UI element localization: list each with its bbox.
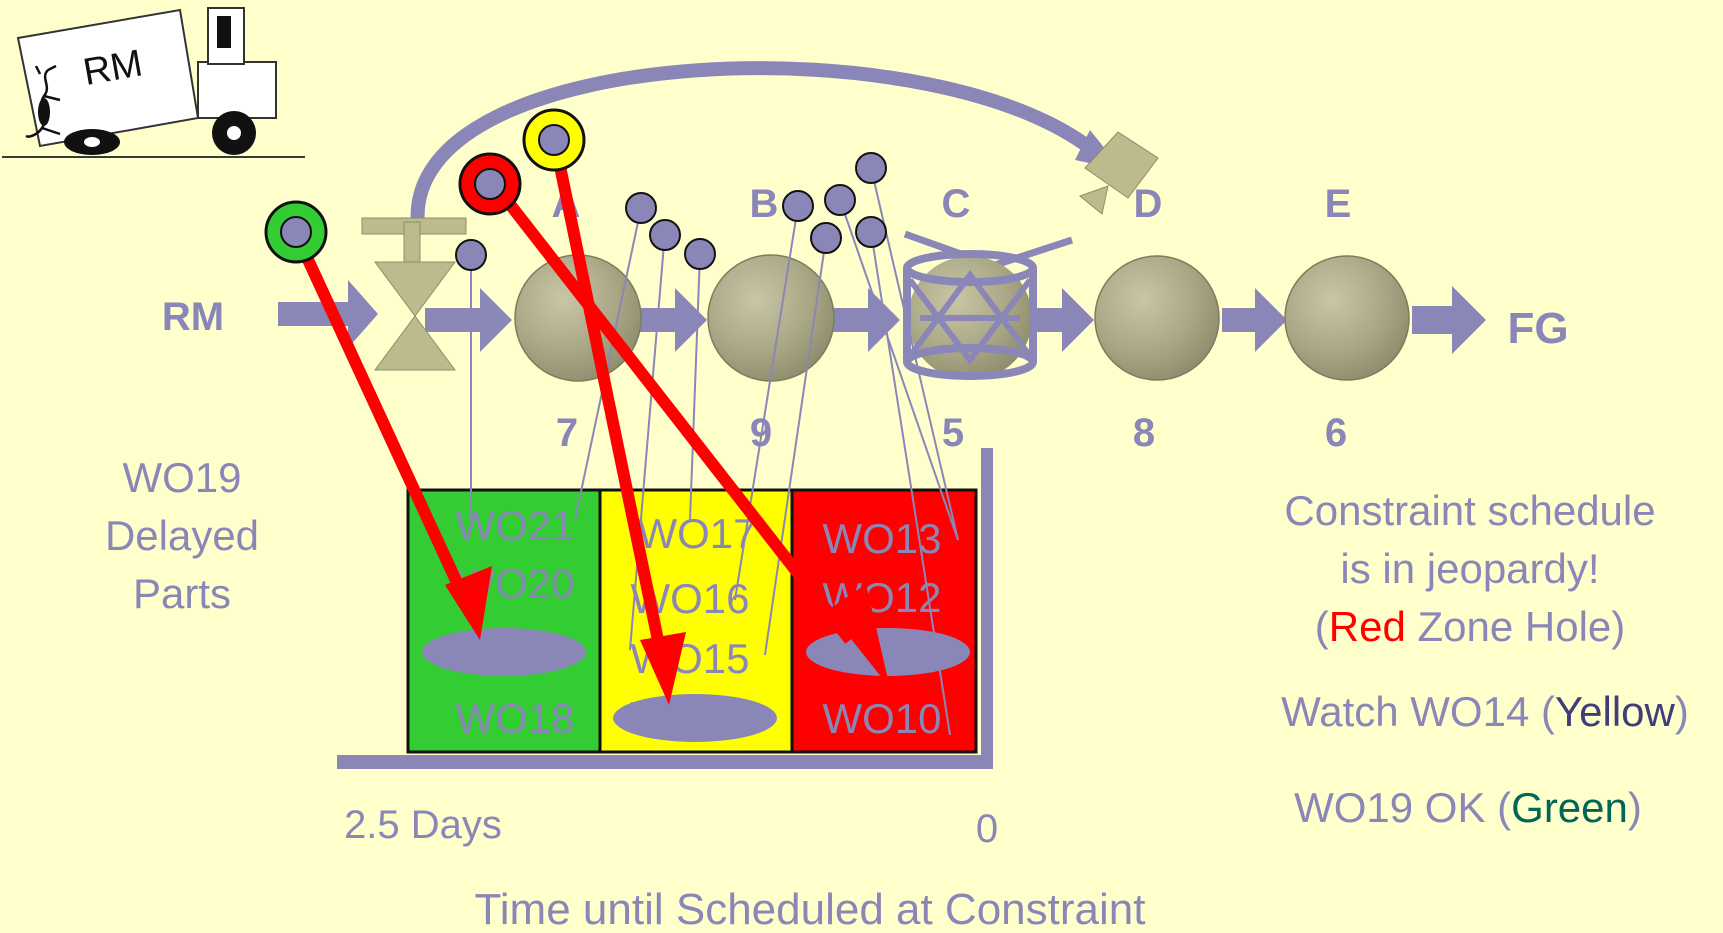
work-order-label: WO13: [822, 515, 941, 562]
flow-start-label: RM: [162, 295, 224, 339]
right-notes: Constraint schedule is in jeopardy! (Red…: [1281, 487, 1689, 831]
work-order-token: [855, 216, 887, 248]
movement-arrow-wo19: [292, 235, 471, 603]
truck-label: RM: [80, 42, 146, 94]
watch-note: Watch WO14 (Yellow): [1281, 688, 1689, 735]
rope-end-tip: [1078, 185, 1109, 215]
station-d-number: 8: [1133, 411, 1155, 455]
work-order-token: [782, 190, 814, 222]
flow-arrow-d-e: [1222, 288, 1287, 352]
pointer-line: [734, 205, 799, 601]
gate-top-funnel: [374, 261, 456, 317]
green-word: Green: [1511, 784, 1628, 831]
station-e-sphere: [1284, 255, 1410, 381]
highlight-wo14: [613, 694, 777, 742]
pointer-line: [839, 199, 959, 541]
pointer-line: [689, 253, 701, 521]
left-note-line: WO19: [122, 454, 241, 501]
flow-arrow-gate: [425, 288, 512, 352]
schedule-note-line3: (Red Zone Hole): [1315, 603, 1626, 650]
buffer-zone-red: [790, 488, 978, 754]
work-order-label: WO19: [455, 628, 574, 675]
stick-figure-body: [38, 98, 50, 126]
flow-arrow-fg: [1412, 286, 1486, 354]
work-order-label: WO18: [455, 695, 574, 742]
token-red-core: [474, 168, 506, 200]
left-note: WO19 Delayed Parts: [105, 454, 259, 617]
axis-start-label: 2.5 Days: [344, 803, 502, 847]
movement-arrow-wo11: [489, 180, 855, 644]
token-green-core: [280, 216, 312, 248]
station-b-letter: B: [750, 182, 779, 226]
flow-arrow-a-b: [635, 288, 707, 352]
station-d-sphere: [1094, 255, 1220, 381]
work-order-tokens: [455, 152, 887, 271]
pointer-line: [764, 237, 827, 656]
work-order-token: [455, 239, 487, 271]
rope-curve: [410, 61, 1109, 232]
pointer-line: [629, 231, 666, 651]
work-order-label: WO17: [637, 510, 756, 557]
truck-cab: [197, 61, 277, 119]
watch-note-suffix: ): [1675, 688, 1689, 735]
work-order-label: WO21: [455, 502, 574, 549]
yellow-word: Yellow: [1555, 688, 1676, 735]
movement-arrow-wo11-head: [828, 584, 890, 688]
station-a-number: 7: [556, 411, 578, 455]
red-word: Red: [1329, 603, 1406, 650]
station-e-number: 6: [1325, 411, 1347, 455]
work-order-token: [625, 192, 657, 224]
drum-cross-lacing: [907, 269, 1033, 365]
truck-wheel-rear-hub: [84, 137, 100, 147]
gate-icon: [361, 217, 467, 371]
left-note-line: Parts: [133, 570, 231, 617]
work-order-token: [855, 152, 887, 184]
ok-note-prefix: WO19 OK (: [1294, 784, 1511, 831]
axis-end-label: 0: [976, 807, 998, 851]
gate-bottom-funnel: [374, 315, 456, 371]
token-red: [458, 152, 522, 216]
truck-icon: RM: [2, 7, 305, 158]
left-note-line: Delayed: [105, 512, 259, 559]
truck-window: [217, 16, 231, 48]
work-order-label: WO14: [630, 693, 750, 740]
token-yellow: [522, 108, 586, 172]
work-order-token: [810, 222, 842, 254]
movement-arrow-wo14: [549, 140, 666, 652]
ok-note: WO19 OK (Green): [1294, 784, 1642, 831]
highlight-wo19: [422, 628, 586, 676]
buffer-chart: WO21 WO20 WO19 WO18 WO17 WO16 WO15 WO14 …: [337, 448, 993, 769]
station-c-letter: C: [942, 182, 971, 226]
pointer-line: [574, 207, 642, 521]
movement-arrow-wo19-head: [445, 566, 492, 640]
work-order-token: [824, 184, 856, 216]
rope-end-block: [1084, 131, 1159, 199]
schedule-note-line2: is in jeopardy!: [1340, 545, 1599, 592]
gate-stem: [403, 221, 421, 267]
schedule-note-rest: Zone Hole): [1406, 603, 1625, 650]
truck-wheel-front-hub: [227, 126, 241, 140]
schedule-note-line1: Constraint schedule: [1284, 487, 1655, 534]
movement-arrows: [292, 140, 890, 705]
station-d-letter: D: [1134, 182, 1163, 226]
work-order-token: [684, 238, 716, 270]
token-yellow-core: [538, 124, 570, 156]
drum-icon: [903, 230, 1074, 380]
token-green: [264, 200, 328, 264]
station-c-number: 5: [942, 411, 964, 455]
work-order-label: WO10: [822, 695, 941, 742]
ok-note-suffix: ): [1628, 784, 1642, 831]
watch-note-prefix: Watch WO14 (: [1281, 688, 1555, 735]
flow-arrow-c-d: [1035, 288, 1094, 352]
pointer-line: [870, 231, 951, 736]
movement-arrow-wo14-head: [640, 632, 686, 705]
rope-end-icon: [1078, 131, 1159, 215]
schedule-note-open: (: [1315, 603, 1329, 650]
station-e-letter: E: [1325, 182, 1352, 226]
axis-title: Time until Scheduled at Constraint: [475, 885, 1146, 933]
flow-end-label: FG: [1507, 304, 1568, 353]
work-order-token: [649, 219, 681, 251]
